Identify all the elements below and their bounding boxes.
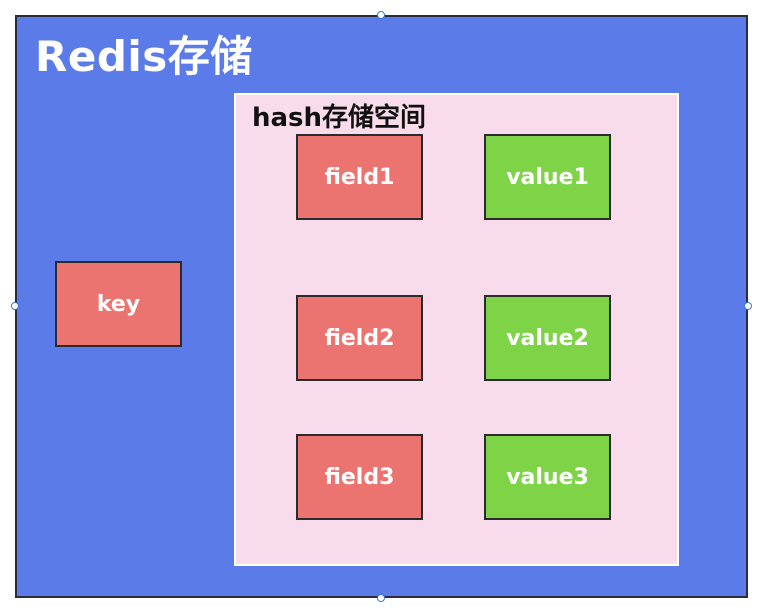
value3-box[interactable]: value3	[484, 434, 611, 520]
field3-box[interactable]: field3	[296, 434, 423, 520]
key-box[interactable]: key	[55, 261, 182, 347]
value1-box[interactable]: value1	[484, 134, 611, 220]
hash-space-title: hash存储空间	[252, 103, 427, 133]
selection-handle-top[interactable]	[377, 11, 385, 19]
field2-box[interactable]: field2	[296, 295, 423, 381]
field1-box[interactable]: field1	[296, 134, 423, 220]
redis-storage-title: Redis存储	[35, 32, 253, 81]
selection-handle-bottom[interactable]	[377, 594, 385, 602]
value2-box[interactable]: value2	[484, 295, 611, 381]
selection-handle-right[interactable]	[744, 302, 752, 310]
selection-handle-left[interactable]	[11, 302, 19, 310]
